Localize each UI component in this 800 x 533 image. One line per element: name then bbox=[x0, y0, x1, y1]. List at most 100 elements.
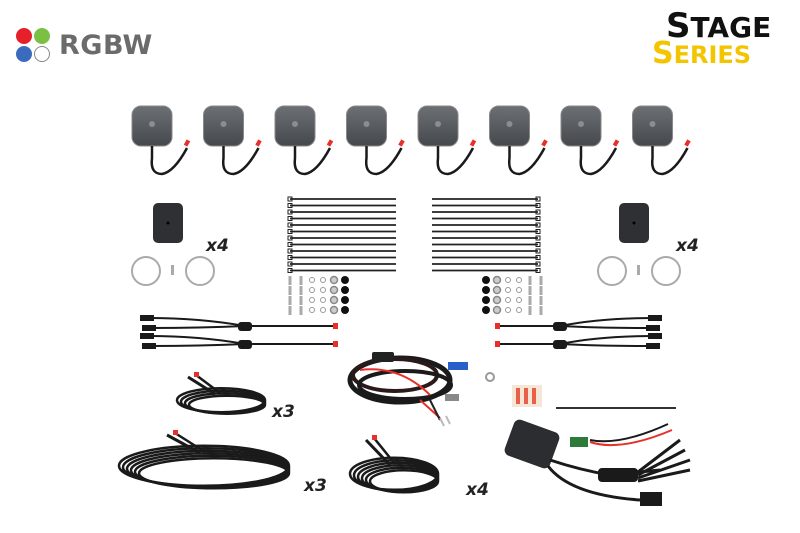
splitter-plug bbox=[140, 315, 154, 321]
zip-tie-head bbox=[287, 229, 293, 234]
blue-dot bbox=[16, 46, 32, 62]
splitter-plug bbox=[142, 325, 156, 331]
cable-loop bbox=[368, 469, 440, 494]
nut-icon bbox=[341, 306, 349, 314]
mount-hole bbox=[166, 221, 170, 225]
mount-bolt bbox=[637, 265, 640, 275]
medium-extension-cable bbox=[348, 435, 440, 494]
splitter-junction bbox=[553, 322, 567, 331]
splitter-junction bbox=[553, 340, 567, 349]
splitter-plug bbox=[646, 325, 660, 331]
zip-tie-head bbox=[287, 216, 293, 221]
washer-icon bbox=[516, 297, 522, 303]
pod-cable bbox=[507, 146, 546, 176]
bolt-icon bbox=[539, 276, 543, 285]
zip-tie-head bbox=[287, 261, 293, 267]
pod-connector bbox=[469, 139, 477, 147]
bolt-icon bbox=[539, 306, 543, 315]
series-word: SERIES bbox=[652, 39, 771, 69]
cable-lead bbox=[166, 433, 201, 455]
rgbw-dots-icon bbox=[16, 26, 54, 64]
splitter-connector bbox=[495, 341, 500, 347]
cable-lead bbox=[364, 438, 392, 467]
zip-tie-head bbox=[287, 196, 293, 202]
led-pod bbox=[417, 105, 477, 176]
pod-cable bbox=[293, 146, 332, 176]
short-extension-cable bbox=[175, 372, 267, 415]
nut-icon bbox=[482, 296, 490, 304]
rgbw-badge: RGBW bbox=[16, 26, 153, 64]
led-pod bbox=[274, 105, 334, 176]
washer-icon bbox=[320, 297, 326, 303]
cable-lead bbox=[187, 375, 216, 396]
splitter-plug bbox=[648, 333, 662, 339]
series-initial: S bbox=[652, 36, 674, 71]
zip-tie-head bbox=[535, 242, 541, 247]
mount-hole bbox=[632, 221, 636, 225]
zip-ties bbox=[287, 196, 541, 273]
zip-tie-head bbox=[535, 268, 541, 273]
bolt-icon bbox=[528, 306, 532, 315]
washer-icon bbox=[320, 277, 326, 283]
bolt-icon bbox=[288, 306, 292, 315]
red-dot bbox=[16, 28, 32, 44]
green-dot bbox=[34, 28, 50, 44]
cable-connector bbox=[194, 372, 199, 377]
splitter-connector bbox=[333, 341, 338, 347]
pod-connector bbox=[541, 139, 548, 147]
bolt-icon bbox=[288, 276, 292, 285]
pod-connector bbox=[326, 139, 334, 147]
led-pod bbox=[203, 105, 262, 176]
pod-lens bbox=[506, 121, 513, 127]
pod-lens bbox=[435, 121, 441, 127]
pod-lens bbox=[363, 121, 370, 127]
mount-brackets bbox=[131, 203, 681, 286]
cable-lead bbox=[195, 374, 221, 394]
washer-icon bbox=[329, 275, 339, 285]
zip-tie-head bbox=[535, 196, 541, 202]
splitter-plug bbox=[648, 315, 662, 321]
washer-icon bbox=[492, 305, 502, 315]
rgbw-label: RGBW bbox=[59, 29, 153, 61]
bolt-icon bbox=[288, 286, 292, 295]
nut-icon bbox=[341, 296, 349, 304]
pod-cable bbox=[436, 146, 475, 176]
splitter-plug bbox=[140, 333, 154, 339]
washer-icon bbox=[329, 305, 339, 315]
mounts-right-qty: x4 bbox=[676, 236, 699, 256]
washer-icon bbox=[320, 307, 326, 313]
splitter-cable bbox=[147, 317, 335, 329]
pod-connector bbox=[183, 139, 191, 147]
zip-tie-head bbox=[287, 268, 293, 273]
nut-icon bbox=[482, 306, 490, 314]
y-splitter-cables bbox=[140, 315, 662, 349]
pod-cable bbox=[150, 146, 189, 176]
mounts-left-qty: x4 bbox=[206, 236, 229, 256]
washer-icon bbox=[320, 287, 326, 293]
cable-loop bbox=[137, 457, 291, 490]
bolt-icon bbox=[299, 306, 303, 315]
y-splitter bbox=[140, 333, 338, 349]
stage-initial: S bbox=[666, 6, 691, 46]
splitter-junction bbox=[238, 340, 252, 349]
pod-lens bbox=[649, 121, 656, 127]
pod-lens bbox=[292, 121, 298, 127]
splitter-cable bbox=[500, 335, 653, 347]
short-extension-qty: x3 bbox=[272, 402, 295, 422]
controller-module bbox=[504, 419, 691, 506]
y-splitter bbox=[495, 315, 662, 331]
cable-connector bbox=[372, 435, 377, 440]
white-dot bbox=[34, 46, 50, 62]
washer-icon bbox=[309, 297, 315, 303]
zip-tie-head bbox=[287, 242, 293, 247]
hose-clamp bbox=[185, 256, 215, 286]
washer-icon bbox=[309, 287, 315, 293]
adhesive-pads bbox=[512, 385, 542, 407]
stage-rest: TAGE bbox=[690, 11, 772, 44]
washer-icon bbox=[505, 277, 511, 283]
pod-connector bbox=[398, 139, 405, 147]
washer-icon bbox=[492, 285, 502, 295]
cable-lead bbox=[373, 437, 396, 465]
zip-tie-head bbox=[287, 222, 293, 228]
